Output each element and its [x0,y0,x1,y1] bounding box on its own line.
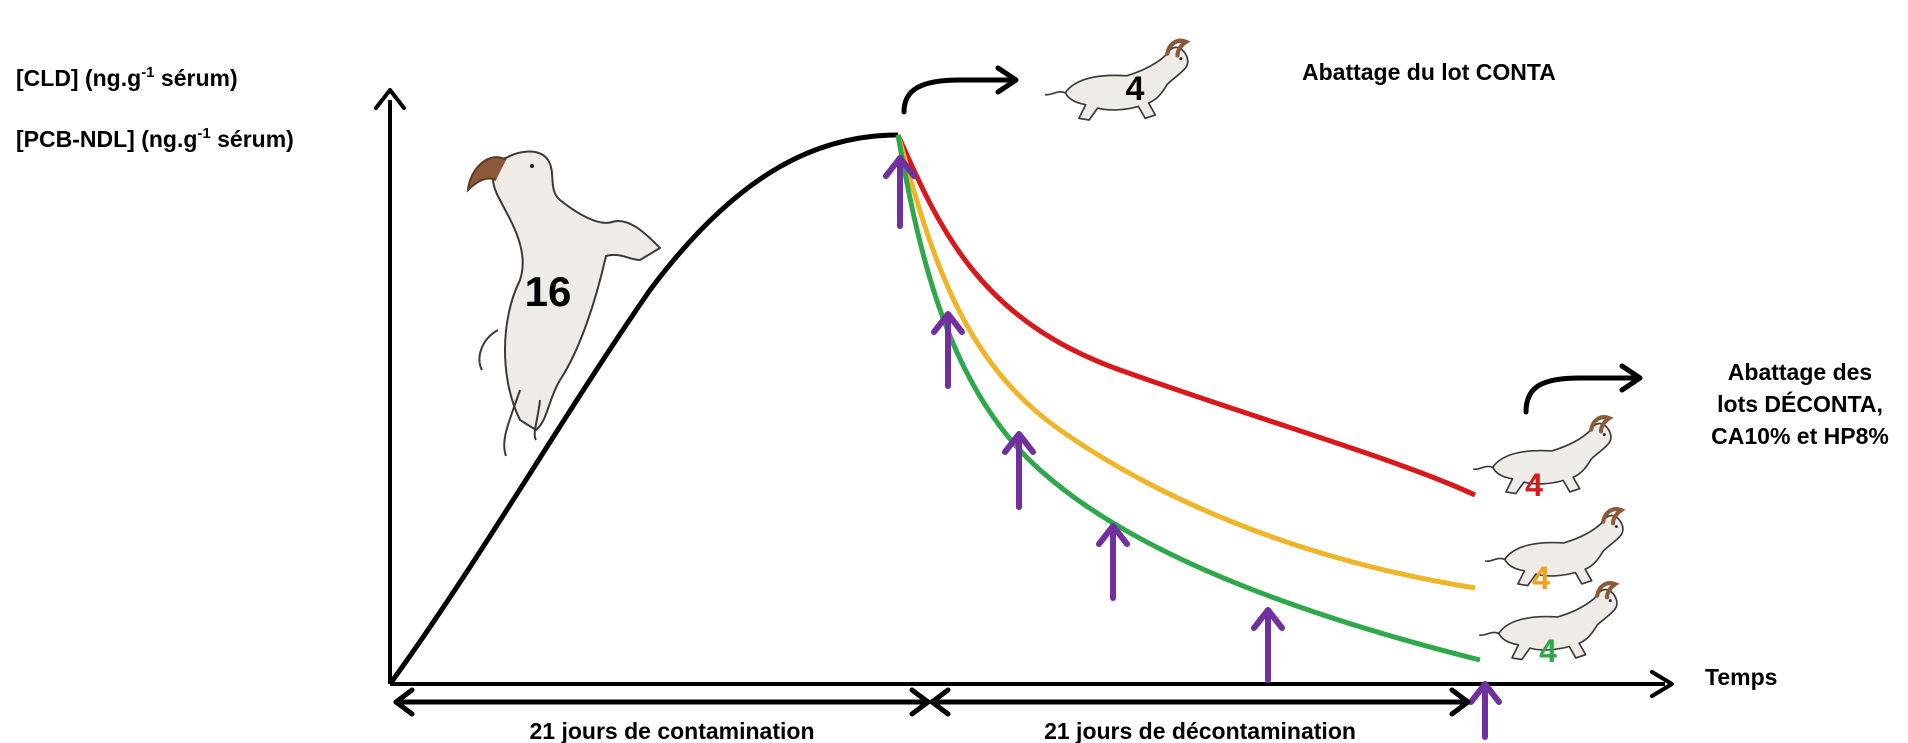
purple-up-arrow-icon [1096,523,1130,601]
purple-up-arrow-icon [931,311,965,389]
period-contamination-label: 21 jours de contamination [530,718,815,743]
curve-ca10-orange [895,134,1476,591]
purple-up-arrow-icon [1002,431,1036,510]
svg-text:CA10% et HP8%: CA10% et HP8% [1711,423,1889,449]
purple-up-arrow-icon [1468,681,1502,740]
curve-deconta-red [895,133,1477,498]
annotation-slaughter-conta: Abattage du lot CONTA [1302,59,1556,85]
xaxis-label: Temps [1705,664,1777,690]
period-decontamination-bracket [929,687,1471,717]
goat-count-start: 16 [525,268,572,315]
x-axis [390,670,1674,698]
y-axis [374,88,406,684]
goat-icon [466,150,661,457]
curve-hp8-green [895,134,1481,663]
period-contamination-bracket [393,687,931,717]
curve-contamination [387,132,899,686]
annotation-slaughter-others: Abattage des lots DÉCONTA, CA10% et HP8% [1711,359,1889,449]
svg-text:lots DÉCONTA,: lots DÉCONTA, [1717,390,1883,417]
sampling-arrows [883,155,1502,740]
period-decontamination-label: 21 jours de décontamination [1044,718,1356,743]
svg-text:Abattage des: Abattage des [1728,359,1872,385]
yaxis-title-cld: [CLD] (ng.g-1 sérum) [16,64,238,91]
goat-count-deconta: 4 [1525,467,1543,503]
yaxis-title-pcb: [PCB-NDL] (ng.g-1 sérum) [16,125,294,152]
purple-up-arrow-icon [1251,607,1285,683]
goat-count-ca10: 4 [1532,560,1550,596]
goat-count-hp8: 4 [1539,633,1557,669]
goat-icon [1485,509,1623,585]
goat-count-conta: 4 [1126,70,1145,108]
goat-icon [1045,41,1188,120]
purple-up-arrow-icon [883,155,917,229]
curved-arrow-right-icon [901,65,1019,115]
curved-arrow-right-icon [1523,363,1643,415]
